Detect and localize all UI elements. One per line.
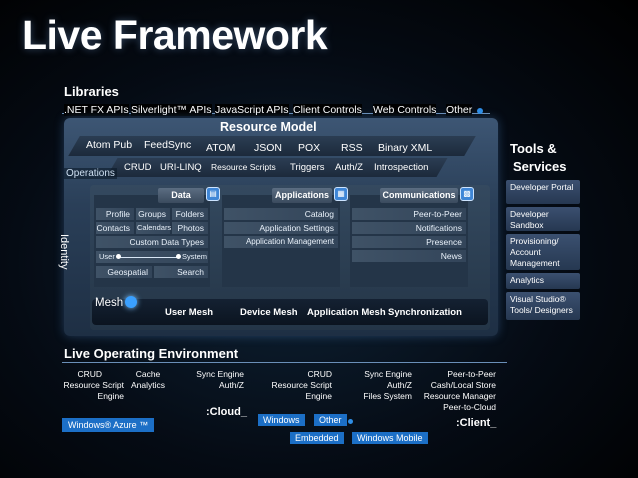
env-client-p2cloud: Peer-to-Cloud [443,402,496,412]
applications-icon: ▦ [334,187,348,201]
env-client-sync-engine: Sync Engine [364,369,412,379]
tools-heading-2: Services [513,159,567,174]
tool-provisioning: Provisioning/ Account Management [506,234,580,270]
slide-title: Live Framework [22,12,328,58]
env-cloud-crud2: CRUD [307,369,332,379]
app-settings: Application Settings [224,222,338,234]
env-cloud-engine: Engine [97,391,124,401]
mesh-synchronization: Synchronization [388,307,462,318]
env-client-resource-manager: Resource Manager [423,391,496,401]
app-management: Application Management [224,236,338,248]
windows-button[interactable]: Windows [258,414,305,426]
communications-header: Communications [380,188,458,203]
mesh-bar [92,299,488,325]
user-dot [116,254,121,259]
format-json: JSON [254,142,283,154]
format-feedsync: FeedSync [144,139,192,151]
op-triggers: Triggers [290,162,325,173]
data-header: Data [158,188,204,203]
env-client-files: Files System [363,391,412,401]
env-cloud-crud-group: CRUD Resource Script Engine [60,369,124,402]
data-geospatial: Geospatial [96,266,152,278]
format-binaryxml: Binary XML [378,142,433,154]
operations-label: Operations [64,168,117,179]
windows-mobile-button[interactable]: Windows Mobile [352,432,428,444]
op-introspection: Introspection [374,162,429,173]
env-client-p2p-group: Peer-to-Peer Cash/Local Store Resource M… [420,369,496,413]
windows-azure-button[interactable]: Windows® Azure ™ [62,418,155,432]
tool-developer-portal: Developer Portal [506,180,580,204]
data-custom-types: Custom Data Types [96,236,208,248]
env-client-cache: Cash/Local Store [430,380,496,390]
comm-news: News [352,250,466,262]
applications-header: Applications [272,188,332,203]
tool-developer-sandbox: Developer Sandbox [506,207,580,231]
library-other: Other [446,104,473,116]
app-catalog: Catalog [224,208,338,220]
env-cloud-sync-group: Sync Engine Auth/Z [190,369,244,391]
libraries-end-dot [477,108,483,114]
environment-divider [62,362,507,363]
communications-icon: ▩ [460,187,474,201]
env-client-p2p: Peer-to-Peer [447,369,496,379]
library-netfx: .NET FX APIs [64,104,129,116]
cloud-label: :Cloud_ [206,406,247,418]
data-system: System [182,252,208,261]
op-authz: Auth/Z [335,162,363,173]
env-cloud-sync-engine: Sync Engine [196,369,244,379]
library-client-controls: Client Controls [293,104,362,116]
data-groups: Groups [136,208,170,220]
comm-presence: Presence [352,236,466,248]
environment-heading: Live Operating Environment [64,346,239,361]
env-cloud-resource-script: Resource Script [63,380,124,390]
library-web-controls: Web Controls [373,104,437,116]
other-button[interactable]: Other [314,414,347,426]
format-rss: RSS [341,142,363,154]
comm-p2p: Peer-to-Peer [352,208,466,220]
tools-heading-1: Tools & [510,141,557,156]
data-icon: ▤ [206,187,220,201]
mesh-user: User Mesh [165,307,214,318]
env-cloud-crud2-group: CRUD Resource Script Engine [270,369,332,402]
embedded-button[interactable]: Embedded [290,432,344,444]
client-label: :Client_ [456,417,497,429]
env-cache: Cache [135,369,161,379]
env-analytics: Analytics [130,380,165,390]
comm-notifications: Notifications [352,222,466,234]
user-system-connector [118,257,178,258]
identity-label: Identity [58,234,70,270]
op-resource-scripts: Resource Scripts [211,162,276,172]
tool-analytics: Analytics [506,273,580,289]
env-cloud-engine2: Engine [305,391,332,401]
env-cloud-resource-script2: Resource Script [271,380,332,390]
data-calendars: Calendars [136,222,172,234]
data-profile: Profile [96,208,134,220]
mesh-application: Application Mesh [307,307,386,318]
format-atompub: Atom Pub [86,139,133,151]
resource-model-title: Resource Model [220,120,317,134]
system-dot [176,254,181,259]
mesh-device: Device Mesh [240,307,298,318]
data-search: Search [154,266,208,278]
mesh-icon [125,296,137,308]
op-urilinq: URI-LINQ [160,162,202,173]
format-atom: ATOM [206,142,236,154]
mesh-label: Mesh [95,297,124,309]
data-photos: Photos [172,222,208,234]
env-cache-group: Cache Analytics [128,369,168,391]
data-folders: Folders [172,208,208,220]
env-cloud-authz: Auth/Z [218,380,244,390]
format-pox: POX [298,142,321,154]
libraries-heading: Libraries [64,84,119,99]
library-silverlight: Silverlight™ APIs [131,104,212,116]
tool-visual-studio: Visual Studio® Tools/ Designers [506,292,580,320]
env-client-sync-group: Sync Engine Auth/Z Files System [358,369,412,402]
env-cloud-crud: CRUD [77,369,102,379]
env-client-authz: Auth/Z [386,380,412,390]
data-contacts: Contacts [96,222,134,234]
library-javascript: JavaScript APIs [215,104,289,116]
op-crud: CRUD [124,162,152,173]
other-end-dot [348,419,353,424]
